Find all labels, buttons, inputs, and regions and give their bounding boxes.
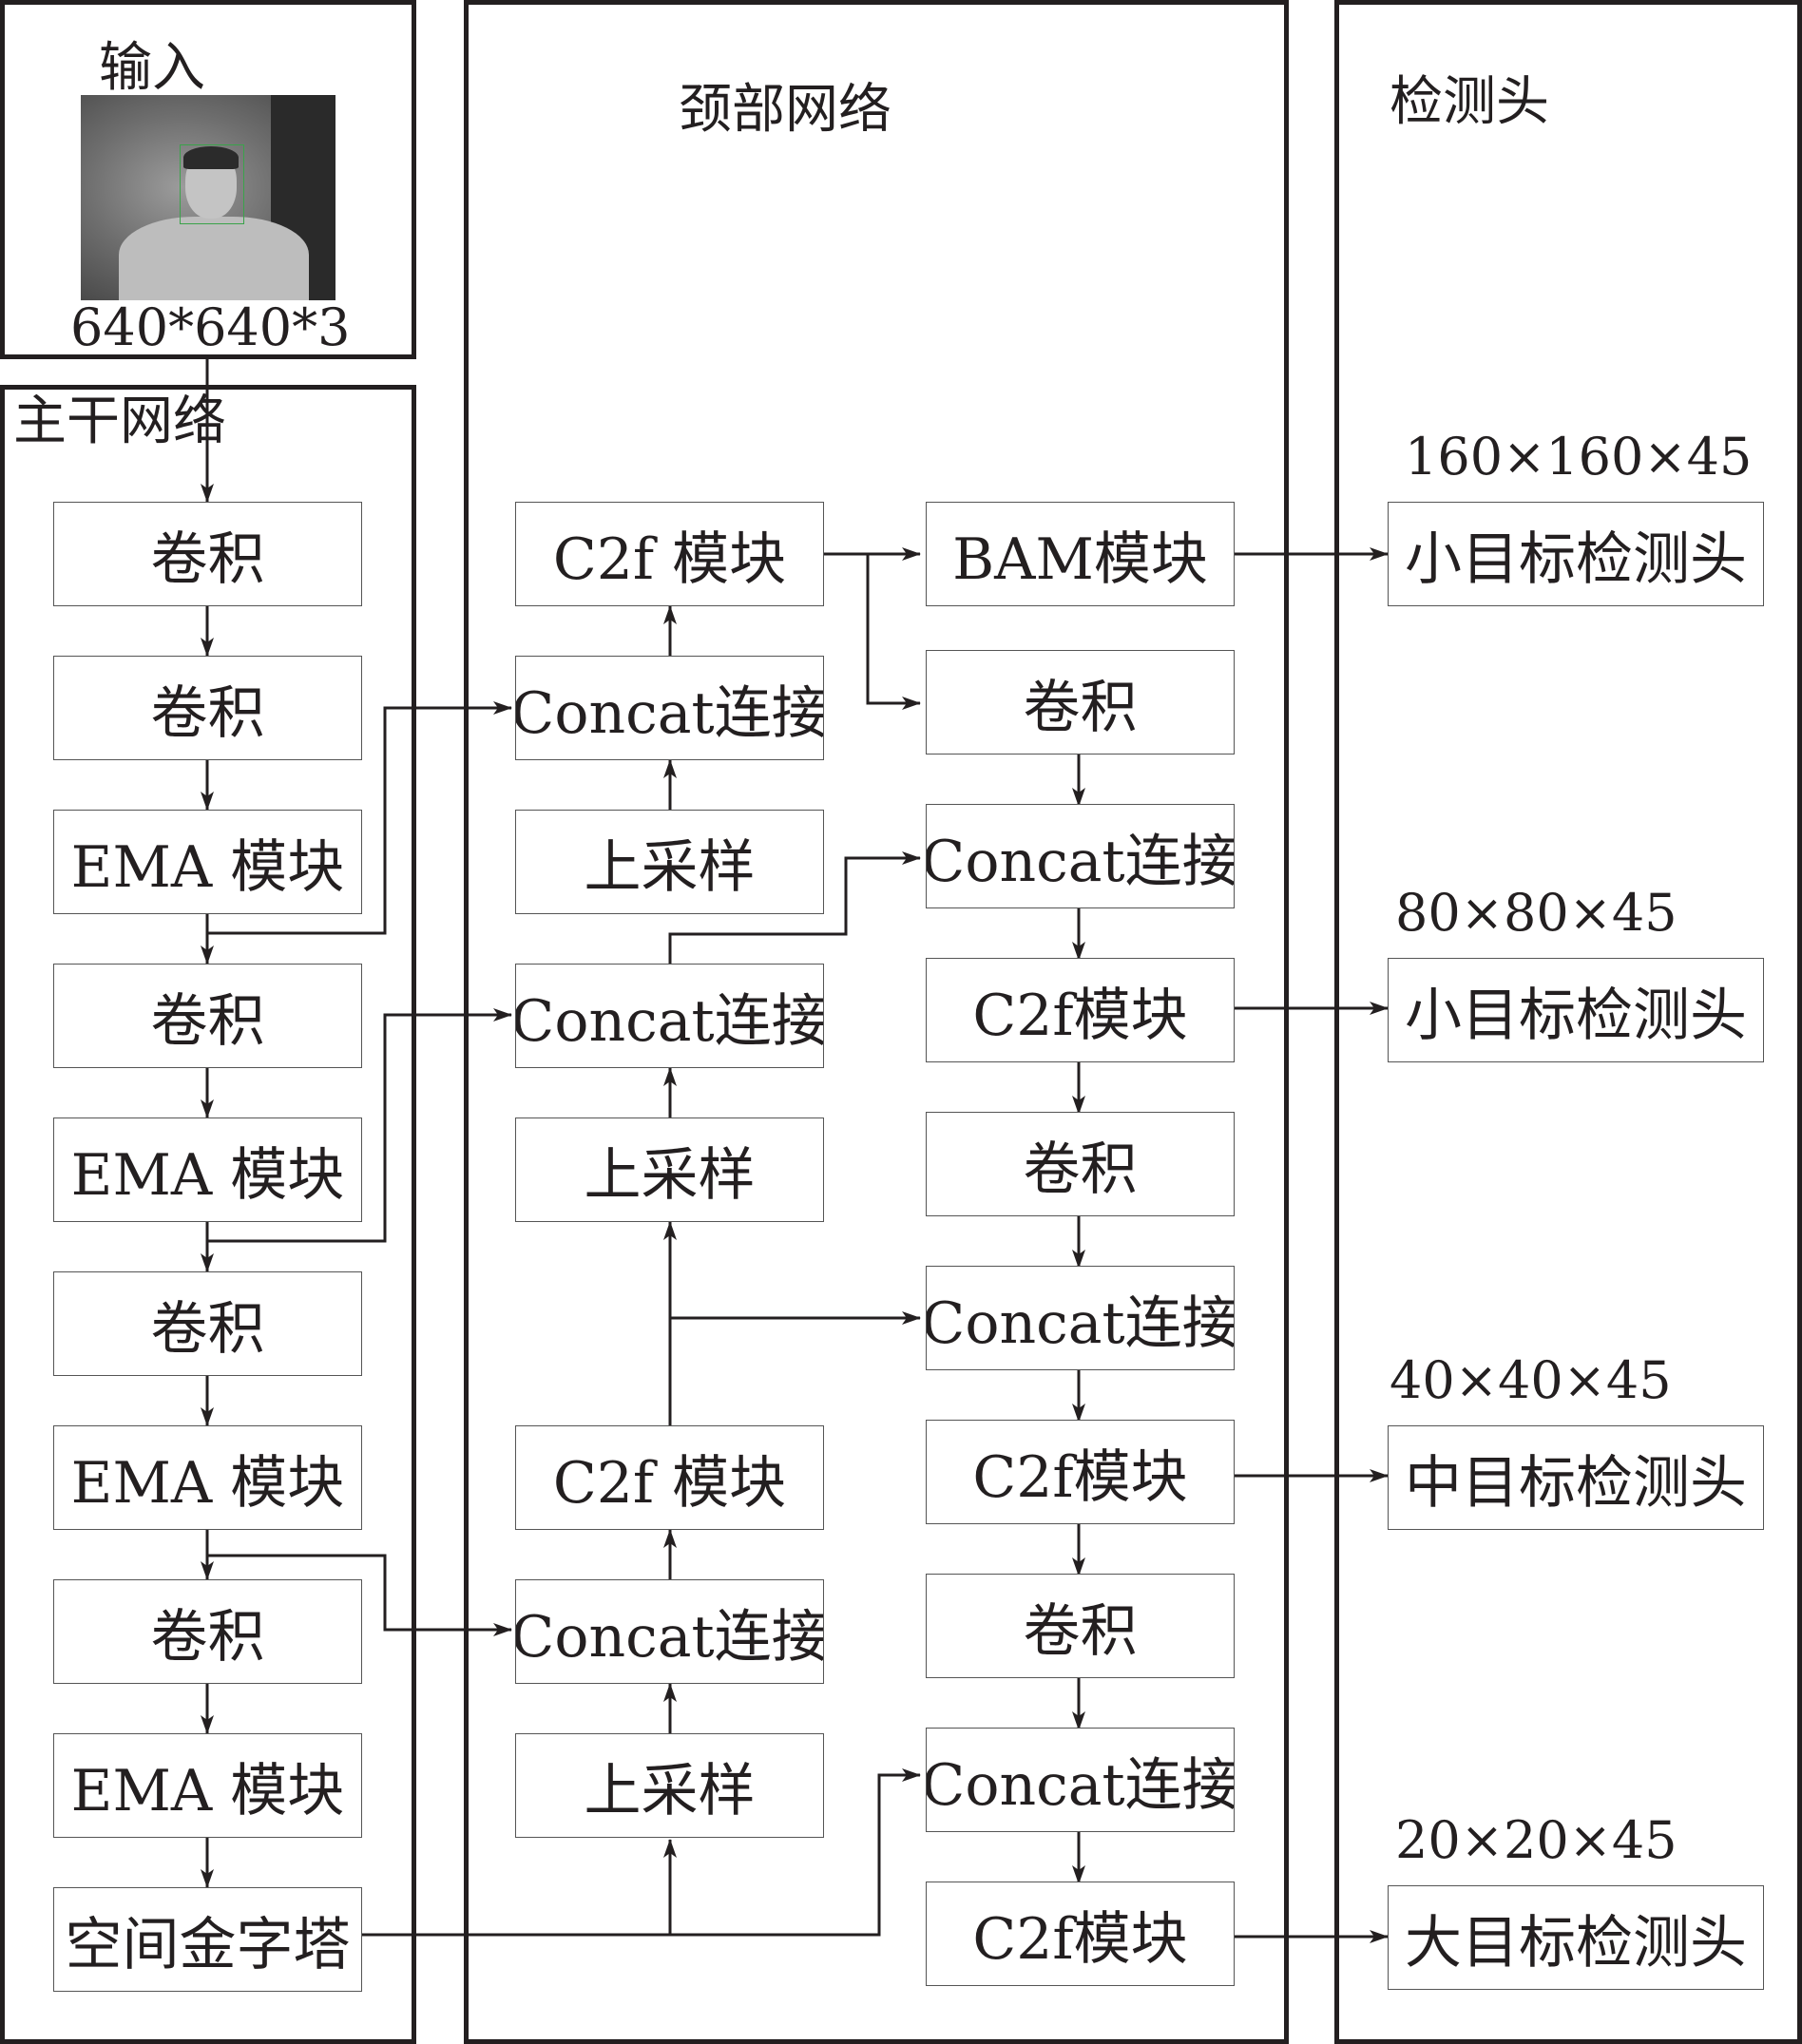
neck-right-concat-3: Concat连接 (926, 1728, 1235, 1832)
head-small-1: 小目标检测头 (1388, 502, 1764, 606)
backbone-conv-4: 卷积 (53, 1271, 362, 1376)
head-title: 检测头 (1390, 71, 1549, 133)
neck-right-concat-1: Concat连接 (926, 804, 1235, 908)
neck-right-conv-1: 卷积 (926, 650, 1235, 755)
neck-title: 颈部网络 (679, 79, 891, 141)
backbone-ema-3: EMA 模块 (53, 1425, 362, 1530)
backbone-ema-1: EMA 模块 (53, 810, 362, 914)
neck-right-concat-2: Concat连接 (926, 1266, 1235, 1370)
input-title: 输入 (99, 37, 205, 99)
neck-concat-3: Concat连接 (515, 1579, 824, 1684)
backbone-conv-1: 卷积 (53, 502, 362, 606)
neck-bam: BAM模块 (926, 502, 1235, 606)
head-region (1334, 0, 1802, 2044)
head-medium: 中目标检测头 (1388, 1425, 1764, 1530)
neck-right-c2f-2: C2f模块 (926, 1420, 1235, 1524)
neck-upsample-2: 上采样 (515, 1118, 824, 1222)
head-dim-1: 160×160×45 (1405, 427, 1753, 487)
backbone-conv-2: 卷积 (53, 656, 362, 760)
neck-concat-1: Concat连接 (515, 656, 824, 760)
neck-right-c2f-1: C2f模块 (926, 958, 1235, 1062)
backbone-title: 主干网络 (13, 391, 226, 452)
neck-right-c2f-3: C2f模块 (926, 1882, 1235, 1986)
head-dim-2: 80×80×45 (1395, 883, 1677, 943)
backbone-ema-2: EMA 模块 (53, 1118, 362, 1222)
neck-concat-2: Concat连接 (515, 964, 824, 1068)
head-large: 大目标检测头 (1388, 1885, 1764, 1990)
detection-bbox (180, 144, 244, 224)
neck-upsample-3: 上采样 (515, 1733, 824, 1838)
input-image (81, 95, 335, 300)
neck-right-conv-3: 卷积 (926, 1574, 1235, 1678)
head-small-2: 小目标检测头 (1388, 958, 1764, 1062)
backbone-sppf: 空间金字塔 (53, 1887, 362, 1992)
backbone-conv-5: 卷积 (53, 1579, 362, 1684)
neck-region (464, 0, 1289, 2044)
neck-c2f-mid: C2f 模块 (515, 1425, 824, 1530)
input-size: 640*640*3 (70, 297, 351, 357)
neck-right-conv-2: 卷积 (926, 1112, 1235, 1216)
input-region (0, 0, 416, 359)
backbone-conv-3: 卷积 (53, 964, 362, 1068)
head-dim-3: 40×40×45 (1390, 1350, 1672, 1410)
neck-upsample-1: 上采样 (515, 810, 824, 914)
backbone-ema-4: EMA 模块 (53, 1733, 362, 1838)
head-dim-4: 20×20×45 (1395, 1810, 1677, 1870)
neck-c2f-top: C2f 模块 (515, 502, 824, 606)
